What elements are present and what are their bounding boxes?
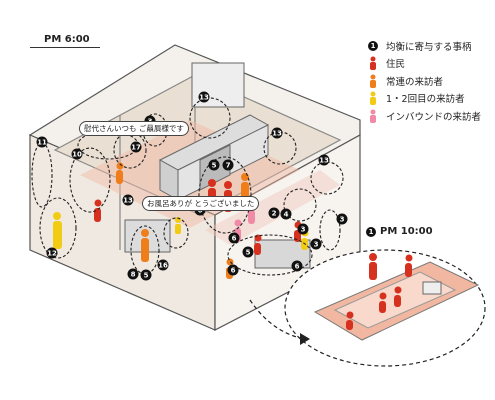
- marker-label: 3: [340, 216, 345, 224]
- legend-label: 均衡に寄与する事柄: [386, 41, 472, 53]
- marker-label: 3: [301, 226, 306, 234]
- person-pink-icon: [370, 109, 376, 123]
- marker-label: 13: [319, 157, 329, 165]
- legend-label: 常連の来訪者: [386, 76, 444, 88]
- person-red-icon: [370, 56, 376, 71]
- marker-label: 10: [72, 151, 82, 159]
- legend-label: 住民: [386, 59, 406, 71]
- person-yellow-icon: [370, 91, 376, 106]
- legend-item: 1・2回目の来訪者: [366, 90, 481, 108]
- marker-label: 5: [144, 272, 149, 280]
- marker-label: 8: [131, 271, 136, 279]
- marker-label: 3: [314, 241, 319, 249]
- marker-label: 12: [47, 250, 57, 258]
- legend-item: 住民: [366, 55, 481, 73]
- time-underline: [30, 47, 100, 48]
- speech-bubble-1: 慰代さんいつも ご贔屓様です: [79, 121, 189, 136]
- marker-label: 5: [212, 162, 217, 170]
- night-time-text: PM 10:00: [380, 226, 433, 237]
- legend-item: インバウンドの来訪者: [366, 107, 481, 125]
- marker-label: 4: [284, 211, 289, 219]
- legend-label: 1・2回目の来訪者: [386, 94, 465, 106]
- furniture: [124, 62, 311, 269]
- legend-item: 常連の来訪者: [366, 72, 481, 90]
- marker-label: 2: [272, 210, 277, 218]
- marker-label: 6: [231, 267, 236, 275]
- marker-label: 5: [246, 249, 251, 257]
- night-detail-circle: [284, 249, 486, 367]
- legend: 1 均衡に寄与する事柄 住民 常連の来訪者 1・2回目の来訪者 インバウンドの来…: [366, 37, 481, 125]
- marker-label: 7: [226, 162, 231, 170]
- marker-label: 6: [295, 263, 300, 271]
- night-marker-icon: 1: [366, 226, 376, 237]
- marker-label: 13: [272, 130, 282, 138]
- legend-item: 1 均衡に寄与する事柄: [366, 37, 481, 55]
- marker-label: 13: [123, 197, 133, 205]
- marker-label: 16: [158, 262, 168, 270]
- legend-label: インバウンドの来訪者: [386, 111, 482, 123]
- speech-bubble-2: お風呂ありが とうございました: [142, 196, 260, 211]
- time-label-evening: PM 6:00: [44, 34, 90, 45]
- connector-arrow: [249, 299, 301, 339]
- arrow-head: [300, 333, 310, 345]
- person-orange-icon: [370, 74, 376, 88]
- marker-label: 13: [199, 94, 209, 102]
- number-marker-icon: 1: [368, 40, 378, 51]
- marker-label: 11: [37, 139, 47, 147]
- marker-label: 17: [131, 144, 141, 152]
- time-label-night: 1 PM 10:00: [366, 226, 433, 237]
- marker-label: 6: [232, 235, 237, 243]
